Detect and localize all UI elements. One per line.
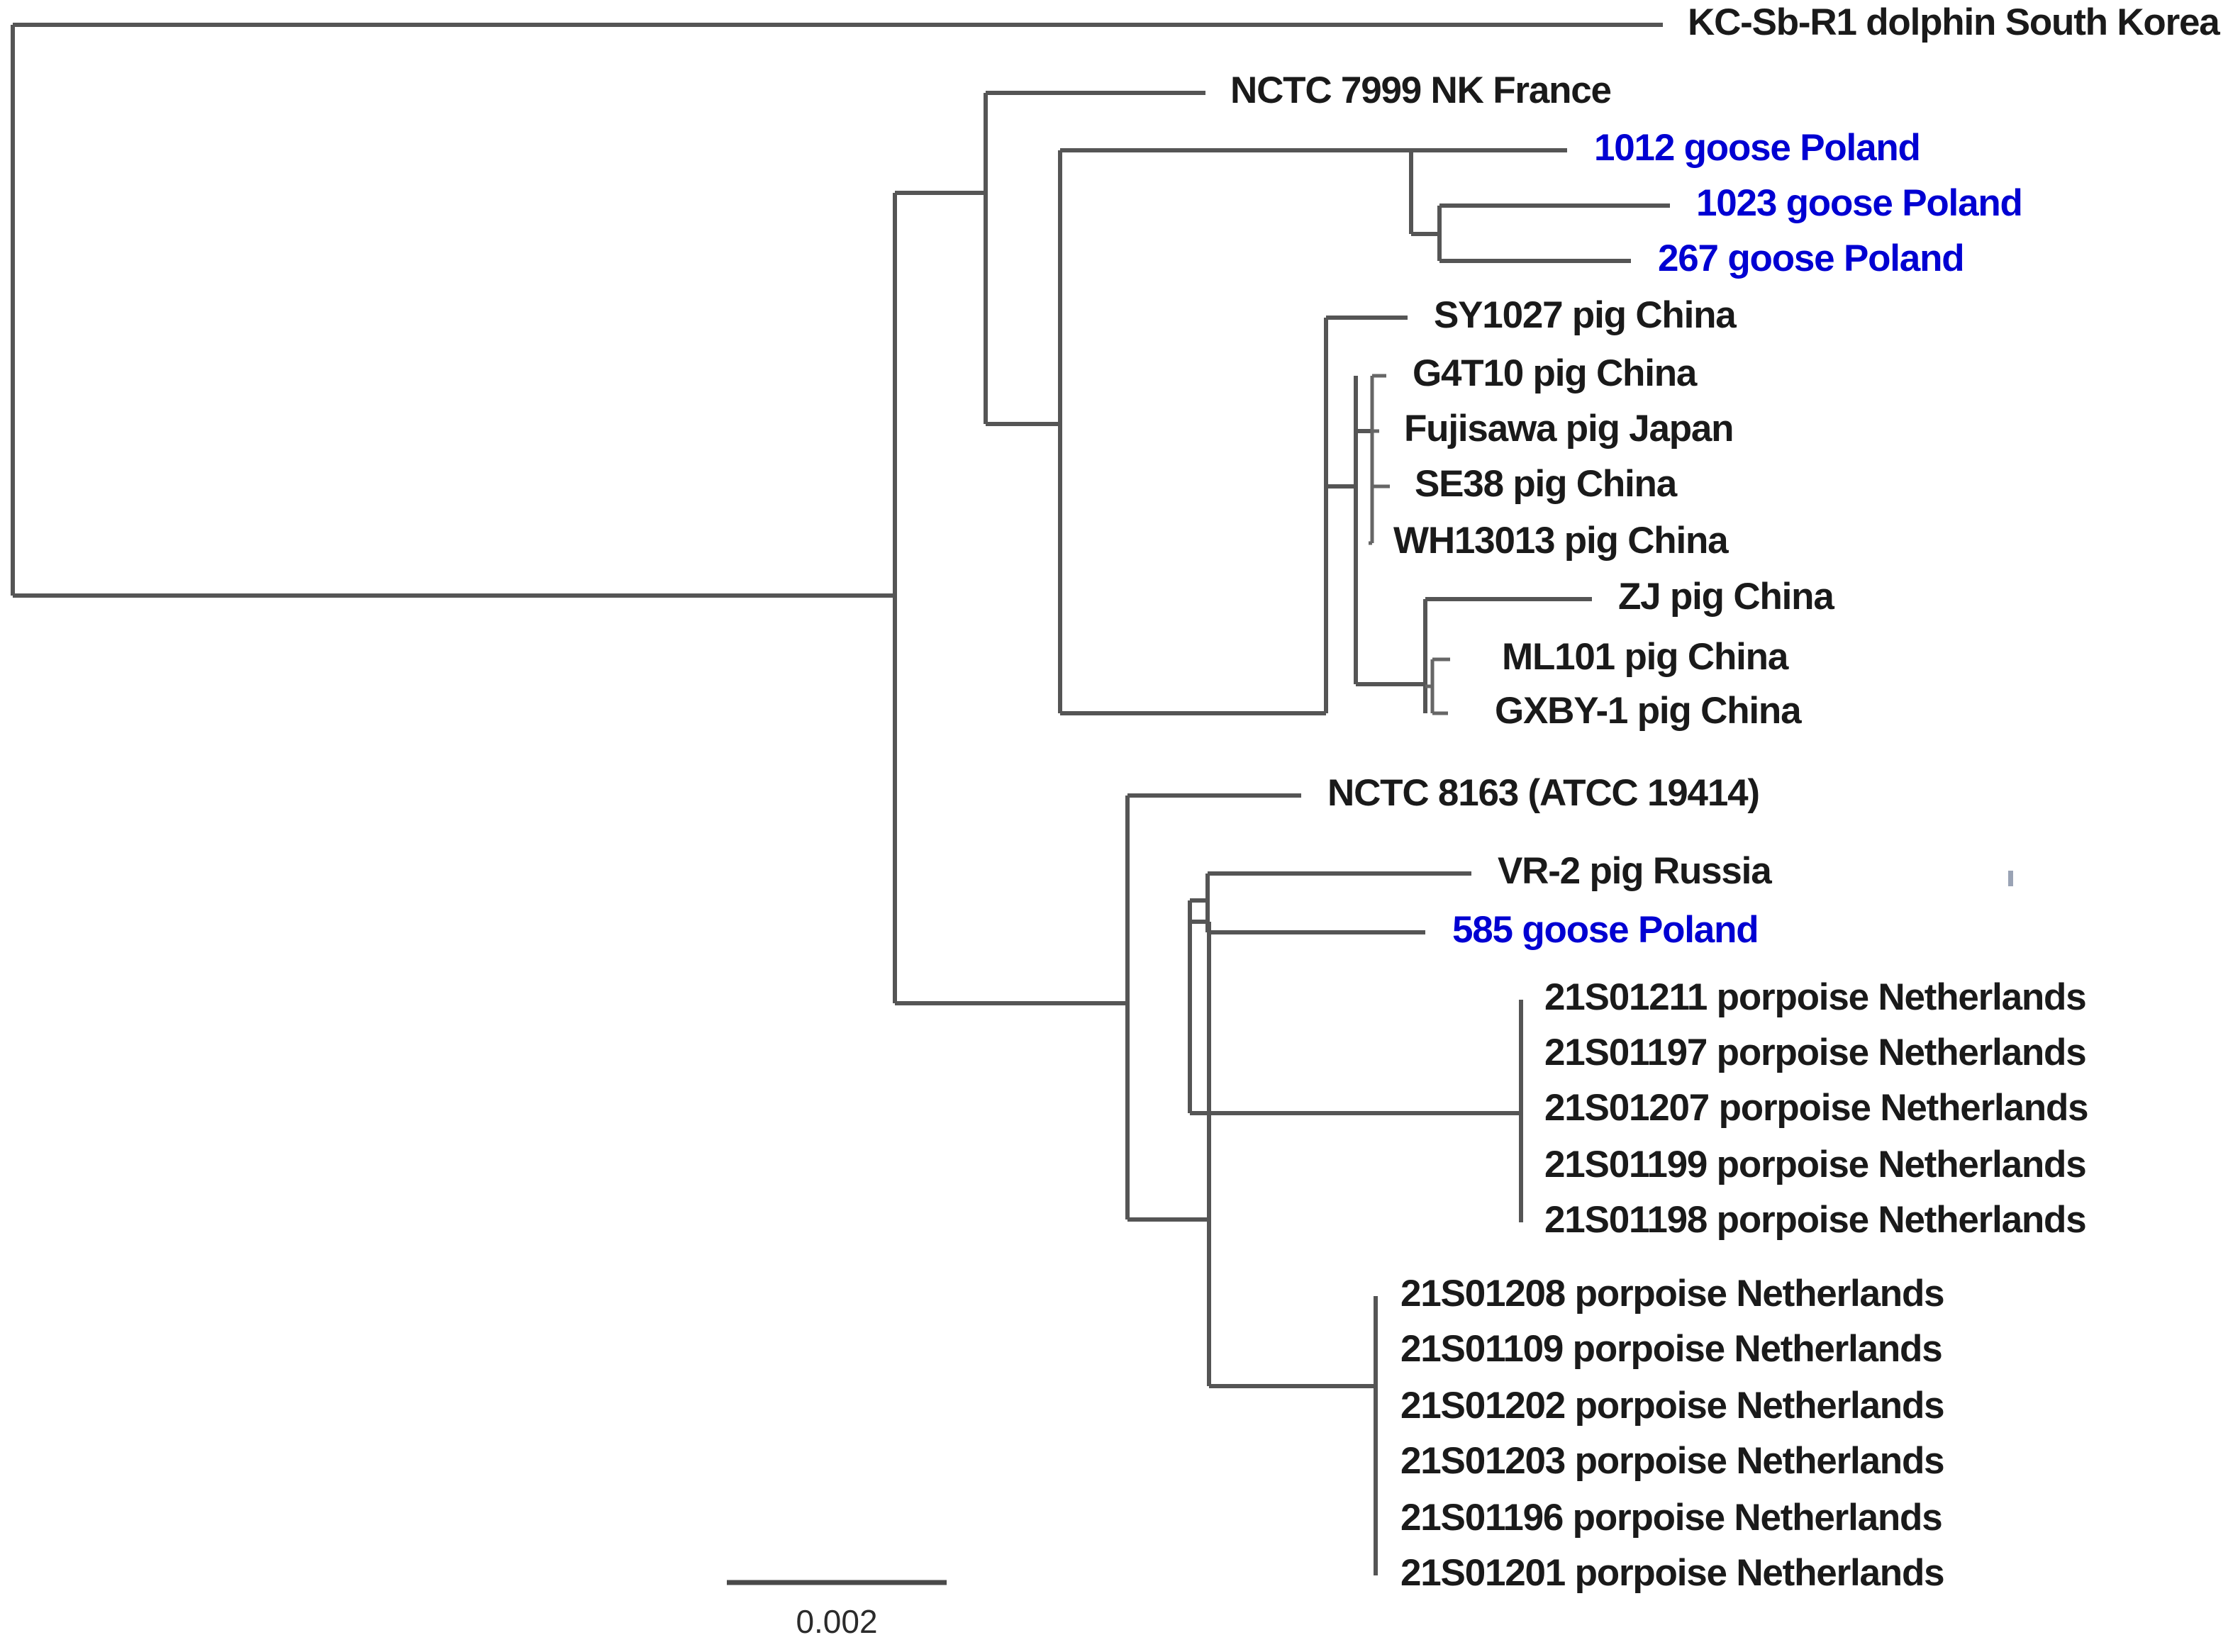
leaf-label-21s01211: 21S01211 porpoise Netherlands: [1544, 976, 2086, 1018]
scale-bar-group: 0.002: [727, 1580, 947, 1640]
leaf-label-585: 585 goose Poland: [1452, 909, 1758, 951]
leaf-label-21s01202: 21S01202 porpoise Netherlands: [1400, 1385, 1944, 1427]
leaf-label-wh13013: WH13013 pig China: [1393, 520, 1729, 562]
node-a-group: [893, 191, 1127, 1005]
leaf-label-21s01207: 21S01207 porpoise Netherlands: [1544, 1087, 2088, 1129]
leaf-labels: KC-Sb-R1 dolphin South Korea NCTC 7999 N…: [1230, 1, 2221, 1594]
leaf-label-21s01201: 21S01201 porpoise Netherlands: [1400, 1552, 1944, 1594]
leaf-label-21s01199: 21S01199 porpoise Netherlands: [1544, 1144, 2086, 1185]
leaf-label-21s01109: 21S01109 porpoise Netherlands: [1400, 1328, 1942, 1370]
leaf-label-gxby-1: GXBY-1 pig China: [1495, 690, 1802, 732]
upper-clade: [984, 91, 1670, 715]
scan-artifact-mark: [2008, 871, 2013, 886]
leaf-label-kc-sb-r1: KC-Sb-R1 dolphin South Korea: [1688, 1, 2220, 43]
lower-clade: [1125, 793, 1523, 1575]
leaf-label-vr-2: VR-2 pig Russia: [1498, 850, 1772, 892]
scale-bar-label: 0.002: [796, 1603, 877, 1640]
leaf-label-1012: 1012 goose Poland: [1594, 127, 1920, 169]
leaf-label-ml101: ML101 pig China: [1502, 636, 1789, 678]
leaf-label-21s01197: 21S01197 porpoise Netherlands: [1544, 1032, 2086, 1073]
leaf-label-21s01196: 21S01196 porpoise Netherlands: [1400, 1497, 1942, 1539]
leaf-label-nctc-8163: NCTC 8163 (ATCC 19414): [1327, 772, 1759, 814]
leaf-label-1023: 1023 goose Poland: [1696, 182, 2022, 224]
leaf-label-21s01198: 21S01198 porpoise Netherlands: [1544, 1199, 2086, 1241]
root-branches: [11, 23, 1663, 598]
leaf-label-21s01203: 21S01203 porpoise Netherlands: [1400, 1440, 1944, 1482]
leaf-label-nctc-7999: NCTC 7999 NK France: [1230, 69, 1611, 111]
leaf-label-21s01208: 21S01208 porpoise Netherlands: [1400, 1273, 1944, 1315]
leaf-label-zj: ZJ pig China: [1618, 576, 1834, 618]
leaf-label-g4t10: G4T10 pig China: [1413, 352, 1698, 394]
leaf-label-267: 267 goose Poland: [1658, 238, 1964, 279]
leaf-label-fujisawa: Fujisawa pig Japan: [1404, 408, 1733, 450]
leaf-label-sy1027: SY1027 pig China: [1434, 294, 1737, 336]
leaf-label-se38: SE38 pig China: [1415, 463, 1678, 505]
